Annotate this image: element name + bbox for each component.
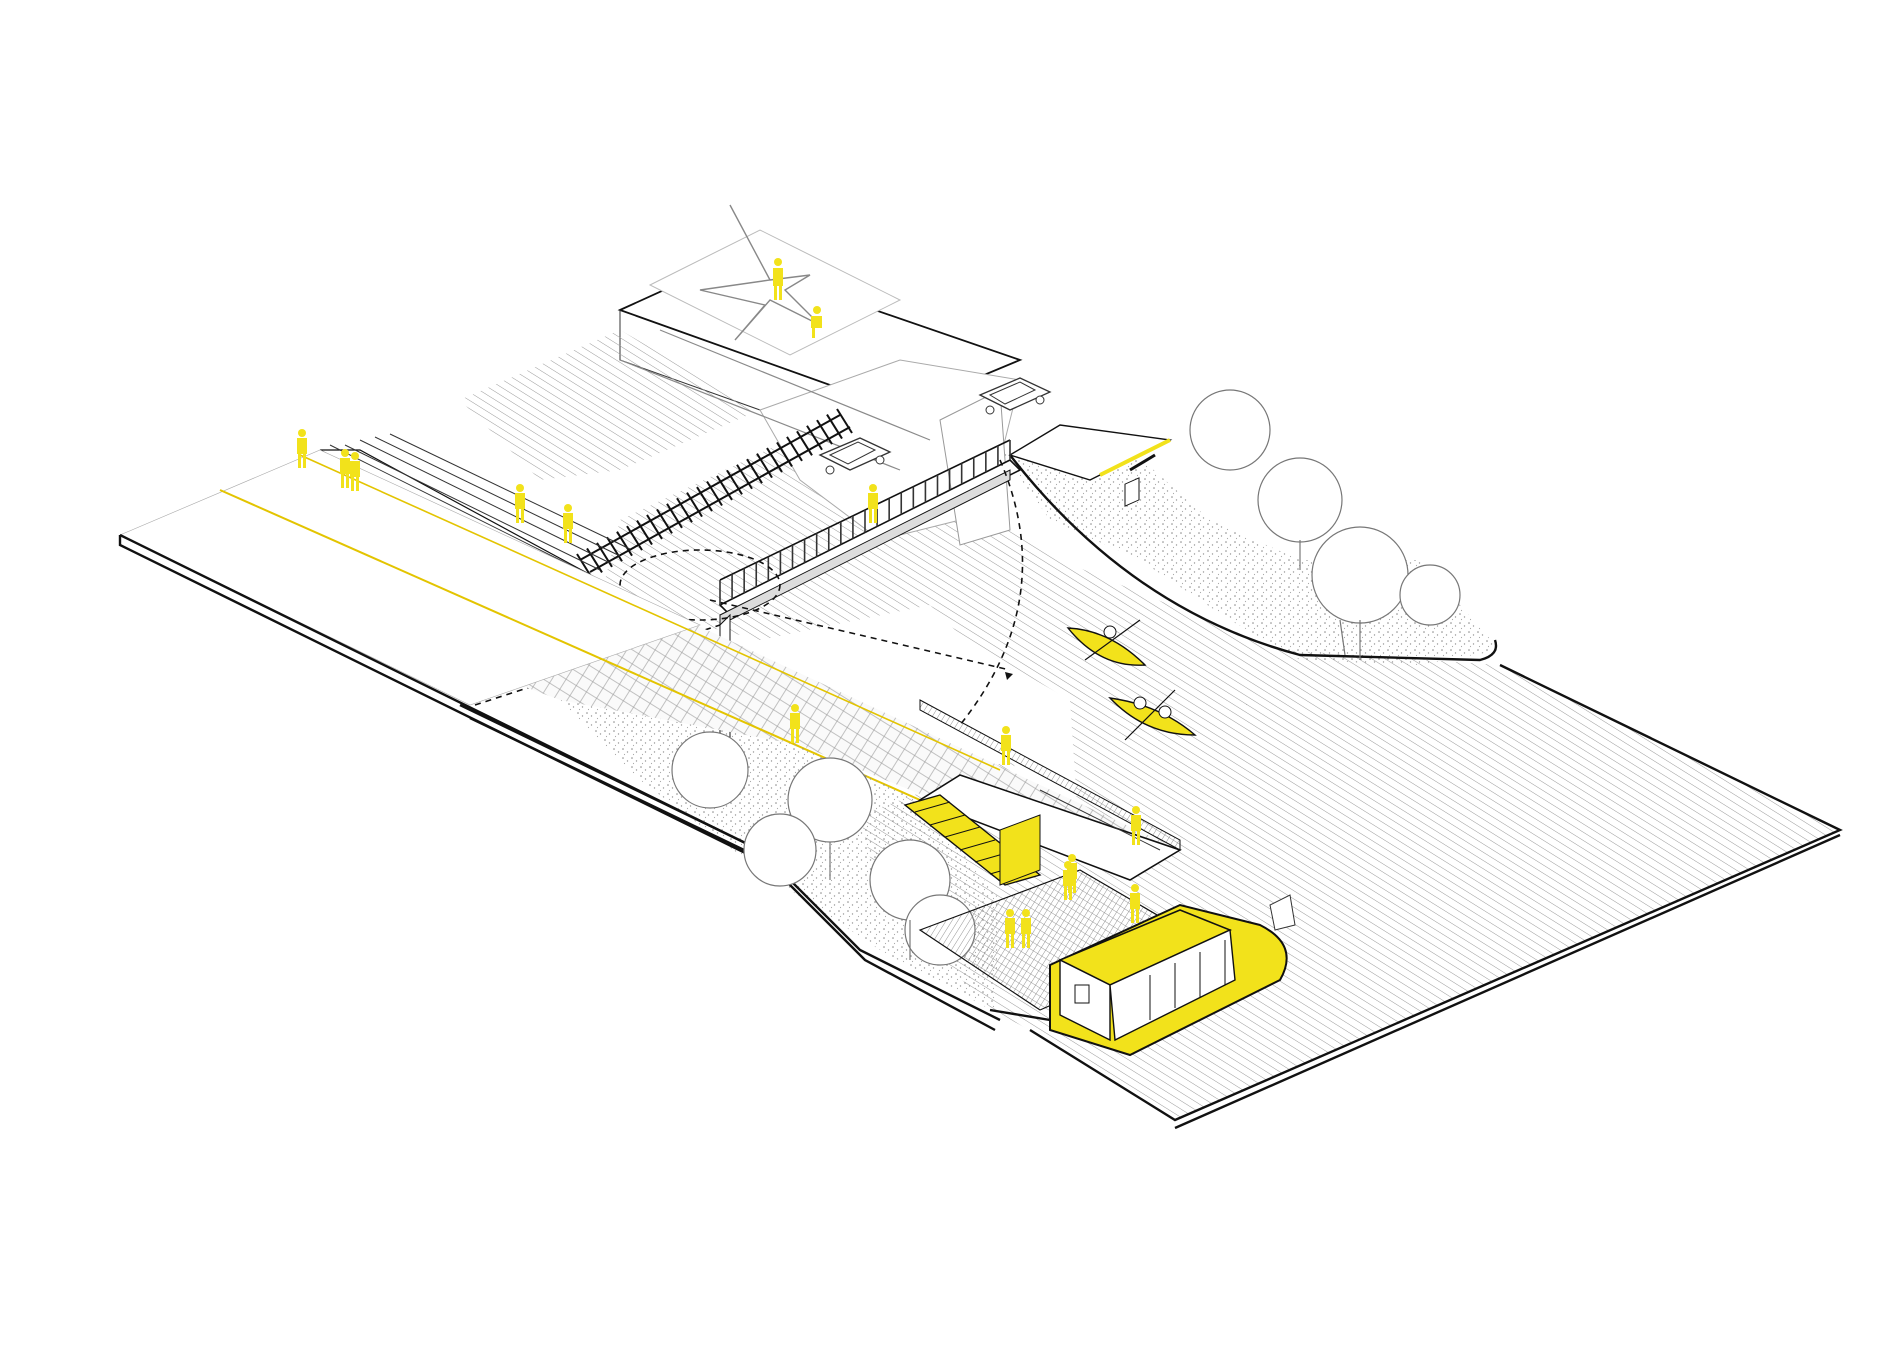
rail-tie [696, 486, 713, 512]
people [297, 429, 1141, 948]
car-icon [978, 377, 1052, 415]
person-icon [1131, 806, 1141, 845]
car-icon [818, 437, 892, 475]
rail-tie [746, 458, 763, 484]
person-icon [811, 306, 822, 338]
rail-tie [766, 447, 783, 473]
tree-cluster-right [1189, 389, 1461, 660]
rail-tie [606, 536, 623, 562]
rail-tie [686, 492, 703, 518]
person-icon [773, 258, 783, 300]
rail-tie [666, 503, 683, 529]
person-icon [350, 452, 360, 491]
rail-tie [796, 430, 813, 456]
rail-tie [626, 525, 643, 551]
person-icon [1005, 909, 1015, 948]
person-icon [1130, 884, 1140, 923]
person-icon [297, 429, 307, 468]
rail-tie [646, 514, 663, 540]
star-sculpture-plaza [648, 204, 902, 356]
rail-tie [816, 419, 833, 445]
person-icon [515, 484, 525, 523]
rail-tie [716, 475, 733, 501]
rail-tie [706, 480, 723, 507]
riverbank-left [459, 700, 1001, 1032]
rail-tie [636, 520, 653, 546]
person-icon [340, 449, 350, 488]
rail-tie [676, 497, 693, 523]
river-water [600, 420, 1843, 1130]
bench-area-upper-right [1008, 424, 1173, 481]
rail-tie [616, 531, 633, 557]
rail-tie [756, 453, 773, 479]
rail-tie [786, 436, 803, 462]
parked-cars [818, 377, 1052, 475]
person-icon [1063, 861, 1073, 900]
yellow-stairs[interactable] [903, 794, 1042, 886]
kayaks[interactable] [1066, 619, 1197, 741]
rail-tie [656, 508, 673, 534]
kayak-double[interactable] [1108, 689, 1197, 741]
boat-windows [1124, 477, 1140, 507]
water-taxi-boat[interactable] [1049, 477, 1296, 1057]
rail-tie [736, 464, 753, 490]
rail-tie [726, 469, 743, 495]
kayak-single[interactable] [1066, 619, 1147, 666]
person-icon [1001, 726, 1011, 765]
person-icon [563, 504, 573, 543]
person-icon [1021, 909, 1031, 948]
rail-tie [806, 425, 823, 451]
rail-tie [836, 408, 853, 434]
railway-track [576, 408, 853, 579]
rail-tie [826, 414, 843, 440]
rail-tie [776, 441, 793, 467]
person-icon [790, 704, 800, 743]
person-icon [868, 484, 878, 523]
